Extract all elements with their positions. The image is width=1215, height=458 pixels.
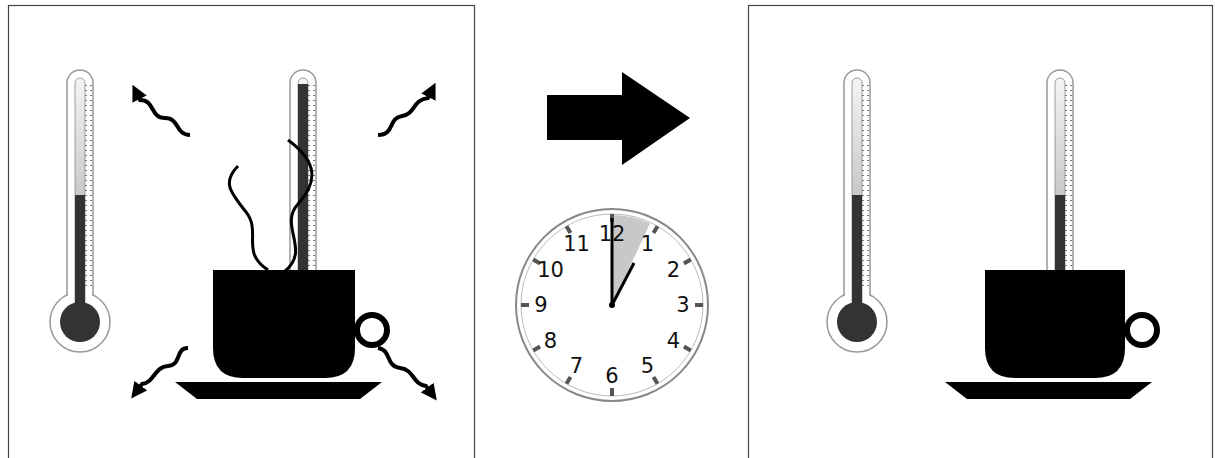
room-thermometer	[827, 70, 887, 352]
steam	[229, 166, 268, 270]
clock	[516, 209, 708, 401]
coffee-cup	[945, 270, 1157, 399]
clock-number: 6	[605, 366, 618, 387]
clock-number: 7	[570, 356, 583, 377]
clock-number: 11	[563, 233, 590, 254]
room-thermometer	[50, 70, 110, 352]
heat-arrow	[136, 90, 432, 394]
clock-number: 5	[641, 356, 654, 377]
coffee-cup	[175, 270, 387, 399]
transition-arrow	[547, 72, 690, 165]
panel-frame	[749, 6, 1213, 458]
panel-frame	[9, 6, 475, 458]
clock-number: 8	[544, 330, 557, 351]
clock-number: 3	[676, 295, 689, 316]
steam	[284, 140, 312, 272]
clock-number: 4	[667, 330, 680, 351]
clock-number: 1	[641, 233, 654, 254]
clock-number: 12	[599, 224, 626, 245]
clock-number: 10	[537, 259, 564, 280]
clock-number: 9	[534, 295, 547, 316]
clock-number: 2	[667, 259, 680, 280]
